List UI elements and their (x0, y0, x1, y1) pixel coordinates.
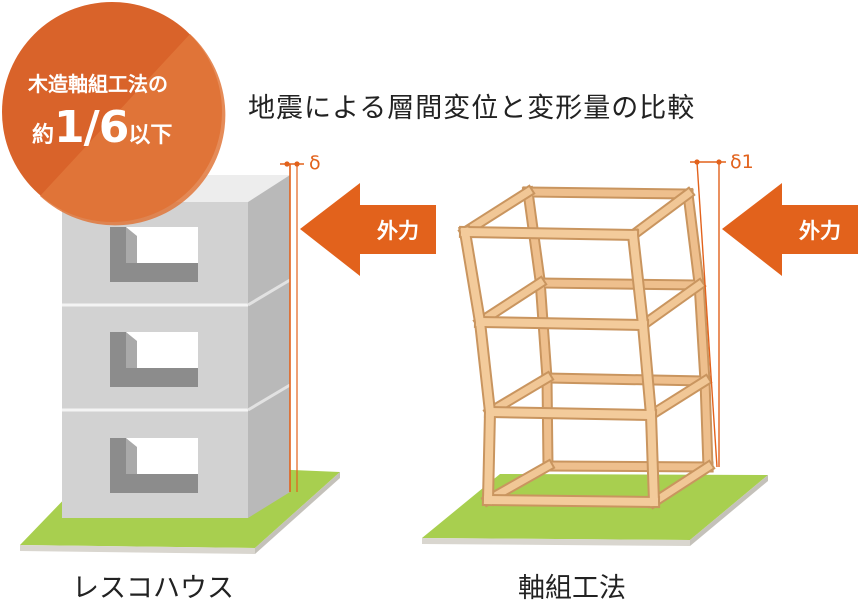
right-caption: 軸組工法 (518, 573, 626, 602)
left-caption: レスコハウス (72, 573, 234, 602)
right-ground (422, 474, 768, 546)
badge-prefix: 約 (32, 123, 55, 148)
window-floor-2 (110, 332, 198, 387)
badge-value: 1/6 (54, 102, 129, 153)
badge-line-2: 約1/6以下 (32, 102, 172, 163)
left-force-arrow (300, 183, 436, 276)
badge-suffix: 以下 (128, 123, 173, 148)
badge-line-1: 木造軸組工法の (28, 72, 168, 96)
right-force-arrow (722, 183, 858, 276)
window-floor-1 (110, 438, 198, 493)
right-force-label: 外力 (799, 219, 841, 243)
concrete-building (62, 175, 291, 518)
window-floor-3 (110, 227, 198, 282)
right-displacement-marker (690, 159, 726, 468)
left-delta-label: δ (309, 152, 321, 174)
left-force-label: 外力 (377, 219, 419, 243)
right-delta-label: δ1 (730, 151, 754, 173)
left-displacement-marker (280, 161, 304, 492)
comparison-badge (2, 2, 226, 226)
diagram-title: 地震による層間変位と変形量の比較 (248, 93, 696, 124)
timber-frame (457, 184, 716, 510)
